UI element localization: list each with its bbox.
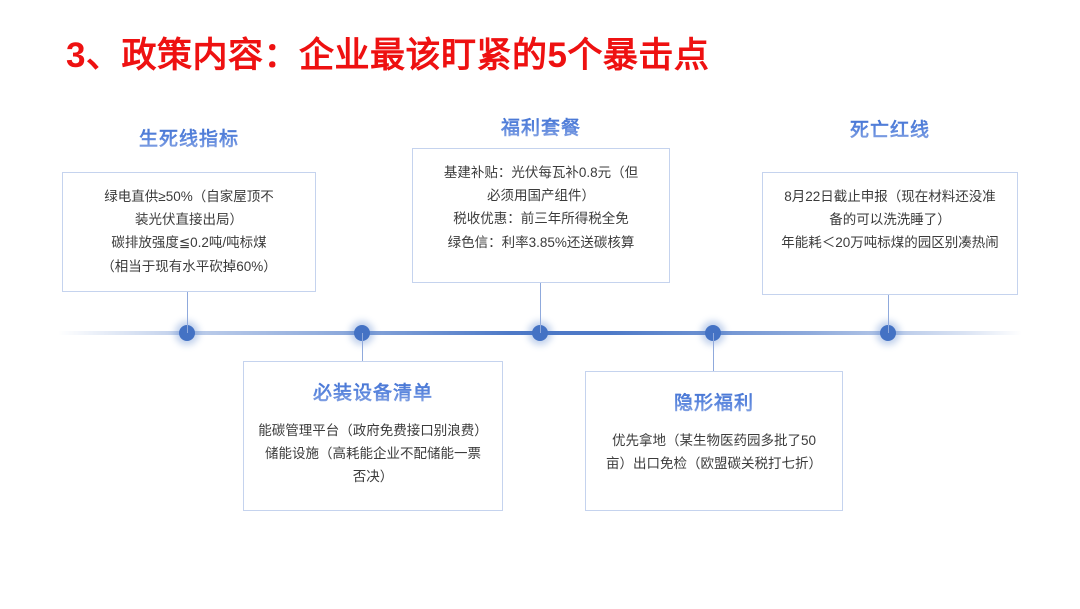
connector-card-1 — [187, 292, 188, 333]
connector-card-4 — [362, 333, 363, 361]
card-body-death-red-line: 8月22日截止申报（现在材料还没准 备的可以洗洗睡了） 年能耗＜20万吨标煤的园… — [763, 173, 1017, 255]
card-line: 碳排放强度≦0.2吨/吨标煤 — [111, 235, 267, 251]
page-title: 3、政策内容：企业最该盯紧的5个暴击点 — [66, 36, 710, 75]
card-line: 否决） — [352, 469, 394, 485]
card-heading-hidden-benefits: 隐形福利 — [586, 388, 842, 415]
card-death-red-line: 8月22日截止申报（现在材料还没准 备的可以洗洗睡了） 年能耗＜20万吨标煤的园… — [762, 172, 1018, 295]
card-line: 优先拿地（某生物医药园多批了50 — [611, 433, 817, 448]
card-line: 亩）出口免检（欧盟碳关税打七折） — [606, 456, 822, 472]
card-line: 绿电直供≥50%（自家屋顶不 — [104, 189, 274, 204]
card-life-death-line: 绿电直供≥50%（自家屋顶不 装光伏直接出局） 碳排放强度≦0.2吨/吨标煤 （… — [62, 172, 316, 292]
card-body-hidden-benefits: 优先拿地（某生物医药园多批了50 亩）出口免检（欧盟碳关税打七折） — [586, 429, 842, 475]
card-heading-welfare-package: 福利套餐 — [412, 113, 670, 140]
card-hidden-benefits: 隐形福利 优先拿地（某生物医药园多批了50 亩）出口免检（欧盟碳关税打七折） — [585, 371, 843, 511]
card-line: 必须用国产组件） — [487, 188, 595, 204]
card-required-equipment-list: 必装设备清单 能碳管理平台（政府免费接口别浪费） 储能设施（高耗能企业不配储能一… — [243, 361, 503, 511]
card-heading-life-death-line: 生死线指标 — [62, 124, 316, 151]
connector-card-2 — [540, 283, 541, 333]
card-line: 备的可以洗洗睡了） — [829, 212, 951, 228]
card-line: （相当于现有水平砍掉60%） — [101, 258, 277, 274]
card-welfare-package: 基建补贴：光伏每瓦补0.8元（但 必须用国产组件） 税收优惠：前三年所得税全免 … — [412, 148, 670, 283]
card-heading-death-red-line: 死亡红线 — [762, 115, 1018, 142]
card-line: 年能耗＜20万吨标煤的园区别凑热闹 — [781, 235, 999, 251]
card-body-welfare-package: 基建补贴：光伏每瓦补0.8元（但 必须用国产组件） 税收优惠：前三年所得税全免 … — [413, 149, 669, 254]
card-line: 绿色信：利率3.85%还送碳核算 — [447, 234, 635, 250]
card-line: 装光伏直接出局） — [135, 212, 243, 228]
card-line: 能碳管理平台（政府免费接口别浪费） — [258, 423, 488, 438]
card-body-life-death-line: 绿电直供≥50%（自家屋顶不 装光伏直接出局） 碳排放强度≦0.2吨/吨标煤 （… — [63, 173, 315, 278]
card-heading-required-equipment-list: 必装设备清单 — [244, 378, 502, 405]
card-line: 8月22日截止申报（现在材料还没准 — [784, 189, 996, 204]
timeline-dot-1[interactable] — [179, 325, 195, 341]
card-line: 税收优惠：前三年所得税全免 — [453, 211, 629, 227]
connector-card-3 — [888, 295, 889, 333]
timeline-dot-5[interactable] — [880, 325, 896, 341]
timeline-dot-3[interactable] — [532, 325, 548, 341]
card-line: 基建补贴：光伏每瓦补0.8元（但 — [443, 165, 639, 180]
connector-card-5 — [713, 333, 714, 371]
card-line: 储能设施（高耗能企业不配储能一票 — [265, 446, 481, 462]
card-body-required-equipment-list: 能碳管理平台（政府免费接口别浪费） 储能设施（高耗能企业不配储能一票 否决） — [244, 419, 502, 489]
